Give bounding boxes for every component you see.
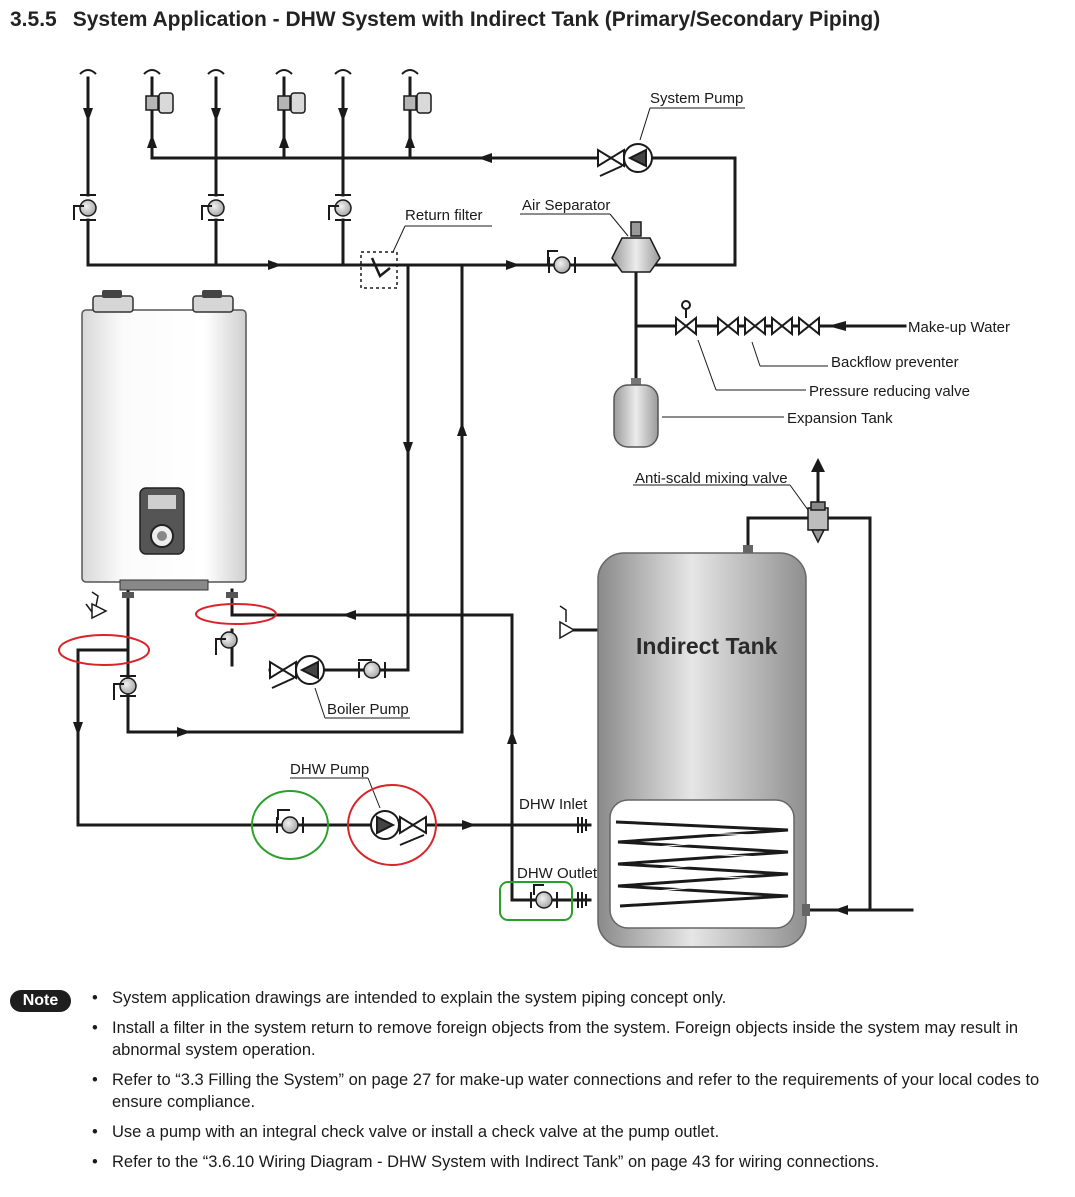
expansion-tank: [613, 378, 659, 448]
green-highlight-outlet-valve: [499, 881, 573, 921]
makeup-assembly: [675, 300, 820, 337]
system-pump: [597, 143, 653, 177]
section-title: System Application - DHW System with Ind…: [72, 8, 881, 31]
highlight-marks: [58, 603, 573, 921]
red-highlight-boiler-return: [195, 603, 277, 625]
note-item: Refer to “3.3 Filling the System” on pag…: [92, 1069, 1057, 1113]
flow-arrows: [73, 108, 848, 915]
boiler-pump: [269, 655, 325, 689]
indirect-tank: [597, 545, 810, 948]
label-return-filter: Return filter: [405, 207, 483, 224]
label-anti-scald-valve: Anti-scald mixing valve: [635, 470, 788, 487]
valve-flanges: [80, 194, 576, 908]
zone-valves: [145, 92, 432, 114]
tank-connectors: [577, 817, 587, 908]
note-item: Install a filter in the system return to…: [92, 1017, 1057, 1061]
label-indirect-tank: Indirect Tank: [636, 633, 778, 659]
label-dhw-outlet: DHW Outlet: [517, 865, 598, 882]
dhw-pump: [370, 810, 427, 846]
label-expansion-tank: Expansion Tank: [787, 410, 893, 427]
return-filter: [360, 251, 398, 289]
label-makeup-water: Make-up Water: [908, 319, 1010, 336]
boiler-unit: [81, 290, 247, 598]
label-air-separator: Air Separator: [522, 197, 610, 214]
label-dhw-pump: DHW Pump: [290, 761, 369, 778]
note-item: Refer to the “3.6.10 Wiring Diagram - DH…: [92, 1151, 1057, 1173]
note-badge: Note: [10, 990, 71, 1012]
red-highlight-boiler-supply: [58, 634, 150, 666]
green-highlight-dhw-valve: [251, 790, 329, 860]
air-separator: [611, 221, 661, 273]
valve-handles: [73, 205, 558, 895]
label-boiler-pump: Boiler Pump: [327, 701, 409, 718]
label-dhw-inlet: DHW Inlet: [519, 796, 588, 813]
label-backflow-preventer: Backflow preventer: [831, 354, 959, 371]
emitter-fittings: [79, 69, 419, 75]
piping: [76, 76, 914, 912]
note-item: System application drawings are intended…: [92, 987, 1057, 1009]
note-list: System application drawings are intended…: [92, 987, 1057, 1181]
note-item: Use a pump with an integral check valve …: [92, 1121, 1057, 1143]
label-system-pump: System Pump: [650, 90, 743, 107]
piping-diagram: System Pump Return filter Air Separator …: [58, 69, 1010, 948]
relief-valves: [85, 591, 576, 640]
label-pressure-reducing-valve: Pressure reducing valve: [809, 383, 970, 400]
anti-scald-mixing-valve: [807, 501, 829, 544]
page-heading: 3.5.5 System Application - DHW System wit…: [10, 8, 880, 32]
red-highlight-dhw-pump: [347, 784, 437, 866]
section-number: 3.5.5: [10, 8, 57, 31]
leader-lines: [290, 107, 828, 809]
